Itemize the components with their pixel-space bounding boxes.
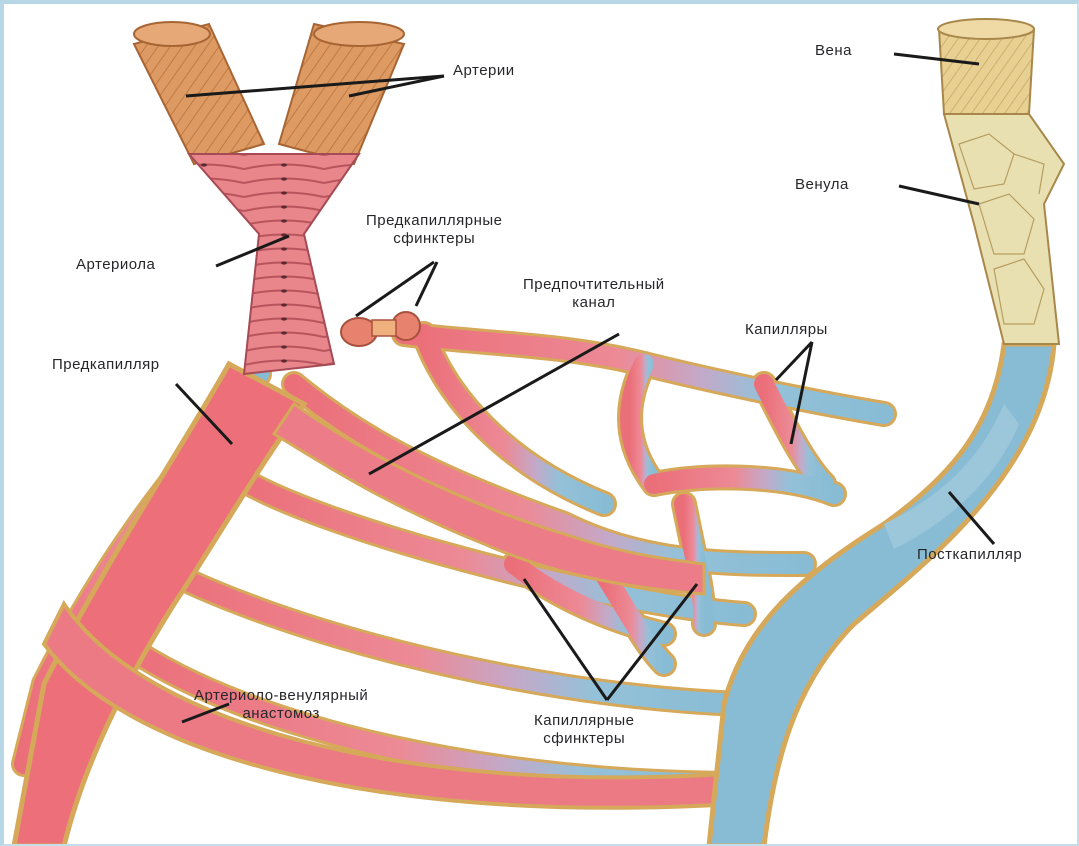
label-precap-sphincters-line1: Предкапиллярные [366,212,503,230]
label-precap-sphincters: Предкапиллярные сфинктеры [366,212,503,248]
label-av-anastomosis: Артериоло-венулярный анастомоз [194,687,368,723]
label-arteries: Артерии [453,62,515,80]
label-preferential-channel: Предпочтительный канал [523,276,665,312]
label-precapillary: Предкапилляр [52,356,160,374]
vessel-network [14,334,1054,846]
arteries-group [134,22,420,374]
label-cap-sphincters-line1: Капиллярные [534,712,634,730]
label-arteriole: Артериола [76,256,155,274]
label-vein: Вена [815,42,852,60]
label-av-anastomosis-line2: анастомоз [194,705,368,723]
label-cap-sphincters-line2: сфинктеры [534,730,634,748]
venule-vessel [944,114,1064,344]
label-preferential-channel-line2: канал [523,294,665,312]
label-venule: Венула [795,176,849,194]
label-capillaries: Капилляры [745,321,828,339]
label-av-anastomosis-line1: Артериоло-венулярный [194,687,368,705]
label-cap-sphincters: Капиллярные сфинктеры [534,712,634,748]
artery-right-end [314,22,404,46]
arteriole-vessel [189,154,359,374]
label-precap-sphincters-line2: сфинктеры [366,230,503,248]
vein-end [938,19,1034,39]
precap-bridge [372,320,396,336]
label-postcapillary: Посткапилляр [917,546,1022,564]
vein-group [938,19,1064,344]
artery-left-end [134,22,210,46]
vein-vessel [939,29,1034,114]
label-preferential-channel-line1: Предпочтительный [523,276,665,294]
